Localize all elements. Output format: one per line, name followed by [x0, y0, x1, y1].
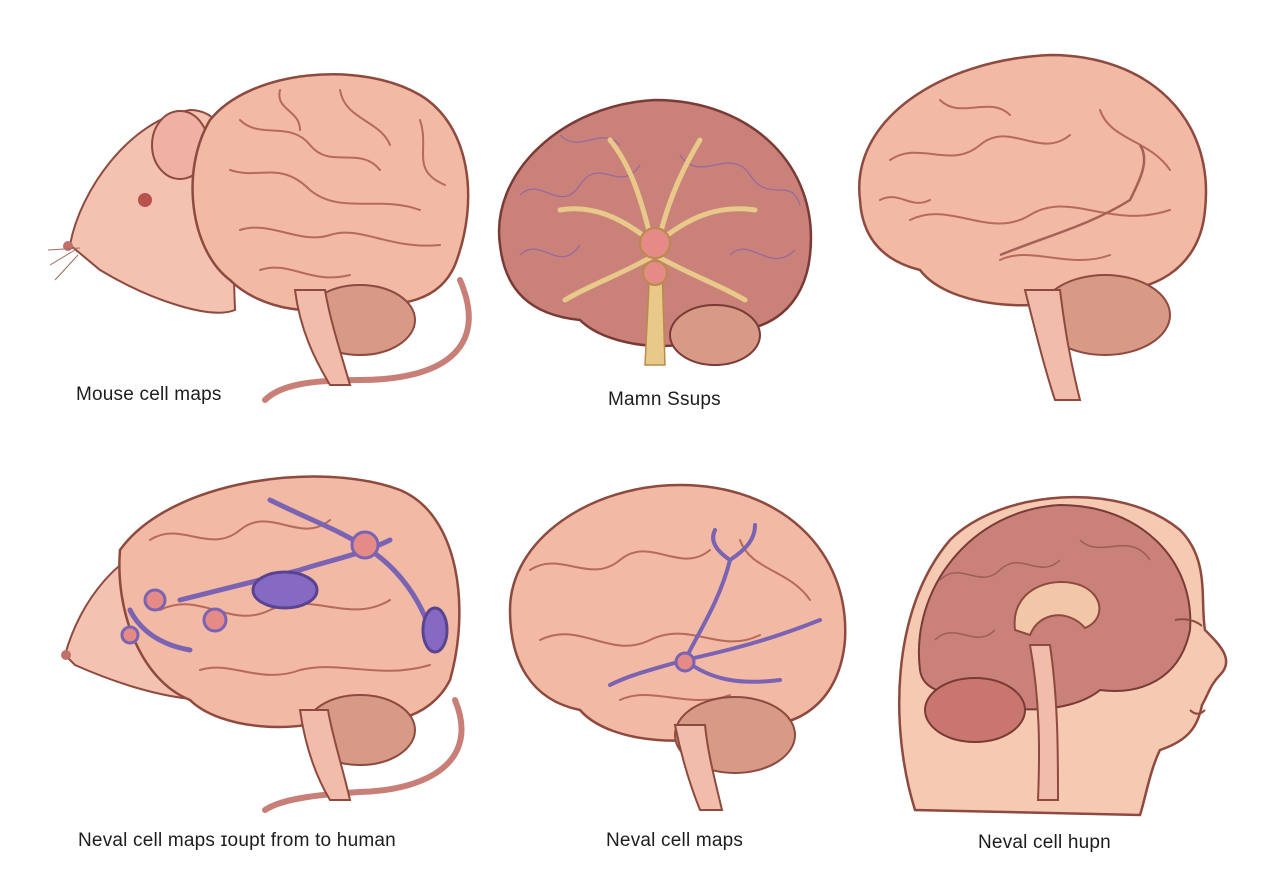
cerebellum — [924, 677, 1026, 743]
brainstem — [298, 709, 352, 801]
caption-neval-cell-hupn: Neval cell hupn — [978, 832, 1111, 853]
brainstem — [293, 289, 352, 386]
neuron-nucleus — [642, 260, 668, 286]
panel-mouse-brain: Mouse cell maps — [47, 50, 480, 410]
purple-cell-large — [251, 570, 319, 610]
brain-outline — [508, 483, 847, 742]
mouse-nose — [61, 650, 71, 660]
pink-cell — [143, 588, 167, 612]
panel-human-head-brain: Neval cell hupn — [890, 470, 1250, 860]
human-brain-illustration — [857, 53, 1208, 401]
brain-outline — [497, 98, 813, 348]
purple-cell — [421, 606, 449, 654]
mouse-tail — [262, 697, 465, 813]
brain-outline — [191, 73, 470, 312]
caption-mouse-cell-maps: Mouse cell maps — [76, 384, 222, 405]
panel-neuron-brain: Mamn Ssups — [490, 95, 820, 415]
brain-texture — [519, 134, 801, 260]
brainstem — [1023, 289, 1082, 401]
mouse-tail — [262, 277, 472, 403]
brain-sulci — [149, 519, 431, 676]
face-eye — [1174, 618, 1203, 627]
brain-purple-neuron-illustration — [508, 483, 847, 811]
caption-mamn-ssups: Mamn Ssups — [608, 389, 721, 410]
neuron-brain-illustration — [497, 98, 813, 366]
human-head-illustration — [897, 495, 1228, 817]
brain-vessel — [999, 144, 1146, 257]
panel-brain-purple-neuron: Neval cell maps — [500, 480, 860, 860]
brainstem — [673, 724, 724, 811]
neuron-soma — [674, 651, 696, 673]
face-lips — [1189, 709, 1206, 715]
corpus-callosum — [1013, 581, 1101, 637]
pink-cell — [350, 530, 380, 560]
pink-cell — [120, 625, 140, 645]
mouse-brain-illustration — [47, 73, 472, 403]
mouse-nose — [63, 241, 73, 251]
mouse-neural-map-illustration — [61, 475, 465, 813]
pink-cell — [202, 607, 228, 633]
mouse-eye — [138, 193, 152, 207]
brainstem — [1028, 644, 1060, 801]
brain-outline — [857, 53, 1208, 307]
neuron-soma — [639, 227, 671, 259]
cerebellum — [669, 304, 761, 366]
mouse-whiskers — [47, 247, 81, 281]
brain-texture — [934, 539, 1151, 641]
panel-human-brain — [850, 50, 1230, 410]
caption-neval-cell-maps-to-human: Neval cell maps ɪoupt from to human — [78, 830, 396, 851]
brain-sulci — [229, 89, 446, 279]
panel-mouse-neural-map: Neval cell maps ɪoupt from to human — [60, 460, 480, 860]
caption-neval-cell-maps: Neval cell maps — [606, 830, 744, 851]
brain-sulci — [879, 99, 1171, 261]
